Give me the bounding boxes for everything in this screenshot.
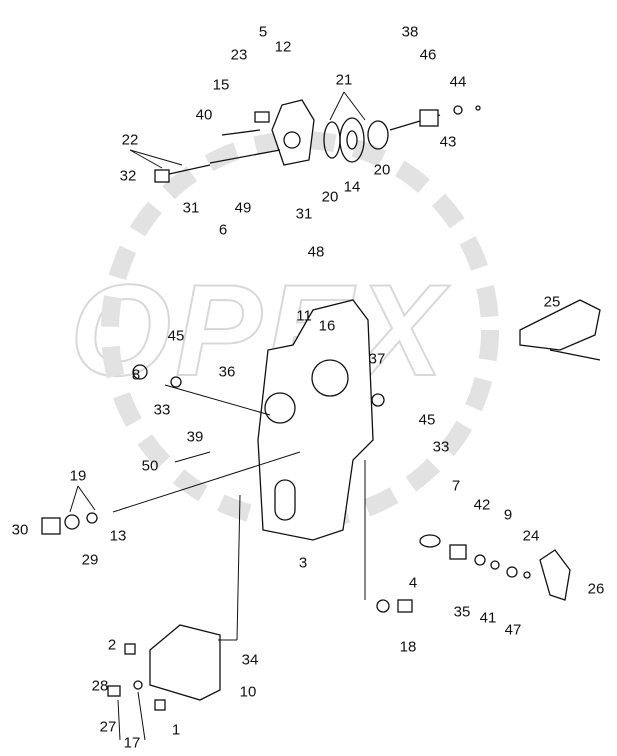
callout-label: 26: [587, 580, 605, 598]
callout-label: 37: [368, 350, 386, 368]
callout-label: 45: [167, 327, 185, 345]
callout-label: 23: [230, 46, 248, 64]
callout-label: 30: [11, 521, 29, 539]
callout-label: 36: [218, 363, 236, 381]
callout-label: 42: [473, 496, 491, 514]
callout-label: 9: [503, 506, 513, 524]
callout-label: 38: [401, 23, 419, 41]
callout-label: 20: [373, 161, 391, 179]
bolt-parts-top: [154, 111, 281, 183]
watermark-logo: OPEX: [69, 256, 448, 404]
callout-label: 27: [99, 718, 117, 736]
callout-label: 33: [153, 401, 171, 419]
callout-label: 25: [543, 293, 561, 311]
callout-label: 34: [241, 651, 259, 669]
callout-label: 2: [107, 636, 117, 654]
diaphragm-parts: [323, 117, 389, 163]
callout-label: 44: [449, 73, 467, 91]
pump-housing-part: [257, 299, 374, 541]
callout-label: 31: [182, 199, 200, 217]
callout-label: 1: [171, 721, 181, 739]
callout-label: 21: [335, 71, 353, 89]
callout-label: 20: [321, 188, 339, 206]
callout-label: 18: [399, 638, 417, 656]
callout-label: 50: [141, 457, 159, 475]
callout-label: 48: [307, 243, 325, 261]
cover-part-10: [149, 624, 221, 701]
callout-label: 39: [186, 428, 204, 446]
callout-label: 15: [212, 76, 230, 94]
callout-label: 33: [432, 438, 450, 456]
callout-label: 24: [522, 527, 540, 545]
callout-label: 8: [131, 366, 141, 384]
leader-lines: [69, 91, 366, 741]
callout-label: 46: [419, 46, 437, 64]
callout-label: 12: [274, 38, 292, 56]
callout-label: 29: [81, 551, 99, 569]
callout-label: 3: [298, 554, 308, 572]
callout-label: 43: [439, 133, 457, 151]
callout-label: 19: [69, 467, 87, 485]
callout-label: 5: [258, 23, 268, 41]
callout-label: 31: [295, 205, 313, 223]
callout-label: 10: [239, 683, 257, 701]
callout-label: 35: [453, 603, 471, 621]
governor-cover-part: [271, 99, 315, 166]
callout-label: 49: [234, 199, 252, 217]
callout-label: 16: [318, 317, 336, 335]
callout-label: 17: [123, 734, 141, 752]
callout-label: 7: [451, 477, 461, 495]
callout-label: 45: [418, 411, 436, 429]
callout-label: 14: [343, 178, 361, 196]
callout-label: 4: [408, 574, 418, 592]
lever-part-25: [519, 299, 601, 361]
callout-label: 28: [91, 677, 109, 695]
side-small-parts: [41, 364, 531, 711]
callout-label: 13: [109, 527, 127, 545]
callout-label: 41: [479, 609, 497, 627]
lever-part-26: [539, 549, 571, 601]
callout-label: 47: [504, 621, 522, 639]
callout-label: 40: [195, 106, 213, 124]
watermark-gear: [101, 131, 499, 529]
callout-label: 22: [121, 131, 139, 149]
callout-label: 11: [296, 307, 312, 325]
shaft-part-38: [389, 105, 481, 131]
callout-label: 6: [218, 221, 228, 239]
callout-label: 32: [119, 167, 137, 185]
